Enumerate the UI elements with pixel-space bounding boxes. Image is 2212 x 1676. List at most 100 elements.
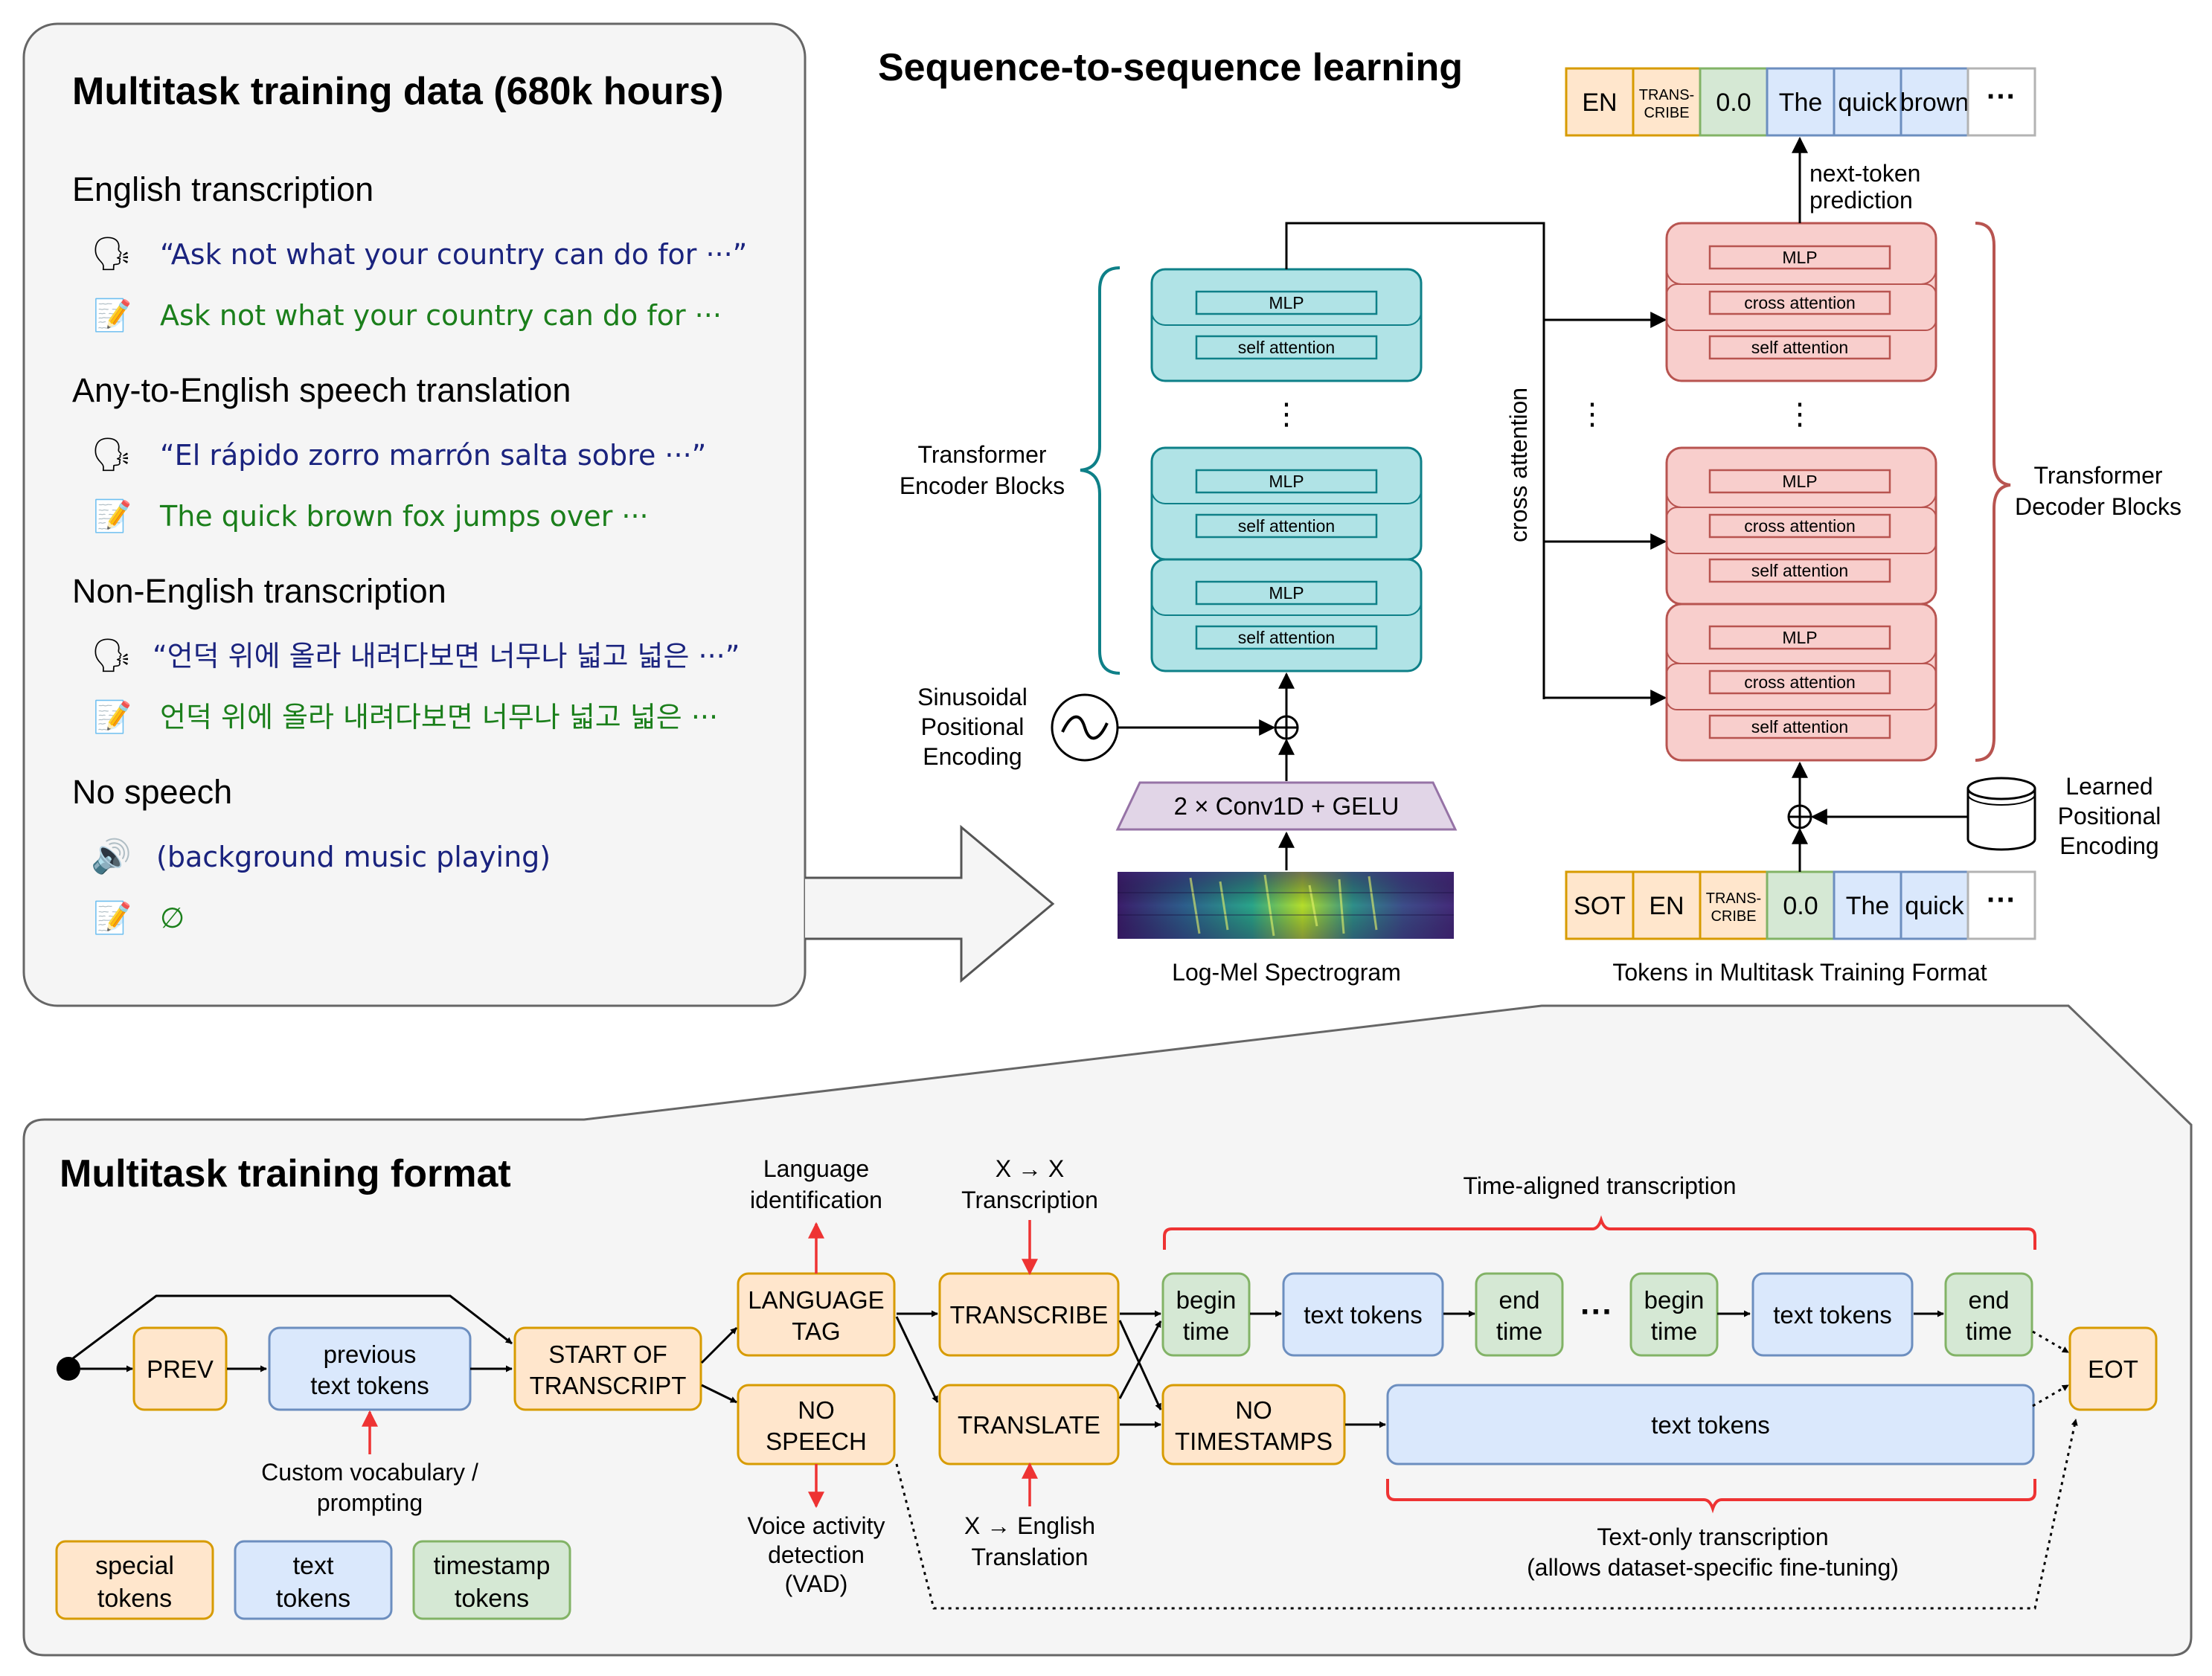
next-token-label: next-token	[1809, 160, 1920, 187]
svg-text:MLP: MLP	[1269, 472, 1304, 491]
legend-item: special tokens	[55, 1540, 214, 1620]
text-tokens-wide-label: text tokens	[1651, 1411, 1770, 1439]
legend-label: tokens	[455, 1585, 529, 1613]
training-data-panel: Multitask training data (680k hours) Eng…	[22, 22, 807, 1007]
svg-text:self attention: self attention	[1751, 338, 1848, 357]
format-title: Multitask training format	[60, 1152, 511, 1195]
memo-icon: 📝	[93, 498, 132, 534]
svg-text:cross attention: cross attention	[1744, 516, 1856, 536]
decoder-brace	[1975, 222, 2011, 762]
mlp-layer	[1708, 245, 1891, 270]
token-cell: TRANS-CRIBE	[1632, 67, 1702, 137]
tokens-label: Tokens in Multitask Training Format	[1612, 959, 1987, 986]
start-of-transcript-label: TRANSCRIPT	[530, 1372, 687, 1399]
cross-attention-layer	[1708, 670, 1891, 695]
previous-text-tokens-label: previous	[324, 1341, 417, 1368]
custom-vocab-label: prompting	[317, 1489, 423, 1516]
time-aligned-brace	[1163, 1215, 2036, 1250]
token-cell: ···	[1966, 870, 2036, 940]
end-time-label: time	[1496, 1317, 1542, 1345]
token-label: ···	[1987, 884, 2016, 916]
vertical-ellipsis: ⋮	[1272, 397, 1301, 431]
text-tokens-label: text tokens	[1773, 1301, 1892, 1329]
speech-sample: (background music playing)	[156, 841, 551, 873]
text-sample: Ask not what your country can do for ···	[160, 299, 722, 332]
vad-label: detection	[768, 1541, 865, 1568]
text-tokens: text tokens	[1751, 1272, 1914, 1357]
prev-token-label: PREV	[147, 1355, 214, 1383]
token-label: 0.0	[1716, 89, 1751, 117]
text-only-label: Text-only transcription	[1597, 1524, 1828, 1550]
svg-text:self attention: self attention	[1238, 628, 1335, 647]
legend-label: tokens	[97, 1585, 172, 1613]
encoder-label: Encoder Blocks	[900, 472, 1065, 499]
database-icon	[1966, 777, 2036, 851]
token-label: ···	[1987, 80, 2016, 113]
mlp-layer	[1195, 469, 1378, 494]
token-label: 0.0	[1783, 892, 1818, 920]
speech-sample: “Ask not what your country can do for ··…	[160, 238, 747, 271]
text-sample: ∅	[160, 902, 185, 934]
language-tag-label: TAG	[792, 1317, 840, 1345]
token-label: TRANS-	[1706, 890, 1761, 907]
no-speech-label: SPEECH	[766, 1428, 867, 1455]
custom-vocab-label: Custom vocabulary /	[261, 1459, 478, 1486]
token-cell: quick	[1900, 870, 1969, 940]
memo-icon: 📝	[93, 899, 132, 936]
begin-time-label: begin	[1176, 1286, 1237, 1314]
vad-label: (VAD)	[785, 1570, 848, 1597]
svg-text:self attention: self attention	[1238, 516, 1335, 536]
start-node	[57, 1357, 80, 1381]
token-cell: SOT	[1565, 870, 1635, 940]
svg-text:self attention: self attention	[1751, 717, 1848, 736]
translate-token: TRANSLATE	[938, 1384, 1120, 1465]
self-attention-layer	[1708, 714, 1891, 739]
eot-token: EOT	[2068, 1326, 2158, 1411]
end-time-label: end	[1498, 1286, 1539, 1314]
text-only-brace	[1386, 1479, 2036, 1514]
encoder-brace	[1080, 266, 1121, 675]
token-cell: ···	[1966, 67, 2036, 137]
eot-token-label: EOT	[2088, 1355, 2138, 1383]
mlp-layer	[1195, 580, 1378, 606]
memo-icon: 📝	[93, 297, 132, 333]
no-timestamps-label: NO	[1235, 1396, 1272, 1424]
self-attention-layer	[1708, 335, 1891, 360]
self-attention-layer	[1195, 513, 1378, 539]
x-english-label: Translation	[971, 1544, 1088, 1570]
memo-icon: 📝	[93, 699, 132, 735]
conv-block: 2 × Conv1D + GELU	[1115, 781, 1458, 831]
sequence-ellipsis: ···	[1580, 1294, 1613, 1330]
big-flow-arrow	[805, 824, 1055, 983]
token-cell: EN	[1632, 870, 1702, 940]
cross-attention-vertical-label: cross attention	[1505, 388, 1532, 542]
token-label: SOT	[1574, 892, 1626, 920]
token-label: The	[1779, 89, 1823, 117]
token-label: brown	[1900, 89, 1969, 117]
token-label: quick	[1838, 89, 1897, 117]
speaking-head-icon: 🗣	[91, 637, 132, 675]
x-transcription-label: Transcription	[961, 1187, 1098, 1213]
speech-sample: “El rápido zorro marrón salta sobre ···”	[160, 439, 706, 472]
transcribe-token: TRANSCRIBE	[938, 1272, 1120, 1357]
self-attention-layer	[1708, 558, 1891, 583]
prev-token: PREV	[132, 1326, 228, 1411]
x-english-label: X → English	[964, 1512, 1095, 1539]
pos-enc-label: Encoding	[923, 743, 1022, 770]
text-sample: 언덕 위에 올라 내려다보면 너무나 넓고 넓은 ···	[160, 701, 718, 733]
section-heading: English transcription	[72, 170, 374, 208]
add-node	[1787, 804, 1812, 829]
pos-enc-label: Sinusoidal	[917, 684, 1028, 710]
legend-label: special	[95, 1552, 174, 1580]
vertical-ellipsis: ⋮	[1577, 397, 1607, 431]
text-only-label: (allows dataset-specific fine-tuning)	[1527, 1554, 1899, 1581]
